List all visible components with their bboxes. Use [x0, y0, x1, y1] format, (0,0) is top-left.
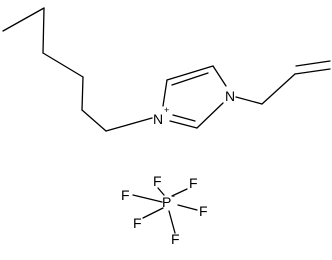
- bond-ch-ch2-inner: [295, 60, 331, 67]
- bond-p-f-left: [132, 194, 163, 203]
- bond-c2-n1: [169, 120, 198, 129]
- bond-p-f-upleft: [157, 187, 165, 196]
- hexafluorophosphate-anion: P - F F F F F F: [121, 173, 208, 247]
- bond-hexyl-3: [42, 52, 84, 78]
- bond-n3-ch2: [235, 96, 263, 105]
- bond-hexyl-6: [105, 117, 153, 132]
- atom-f-upleft-label: F: [153, 173, 162, 189]
- atom-p-label: P: [162, 194, 171, 210]
- bond-p-f-top: [171, 188, 188, 197]
- atom-f-left-label: F: [121, 187, 130, 203]
- bond-c2-n1-inner: [172, 114, 196, 122]
- bond-hexyl-5: [81, 109, 107, 132]
- atom-f-bottom-label: F: [171, 231, 180, 247]
- atom-n3-label: N: [225, 88, 235, 104]
- bond-n3-c2: [196, 102, 224, 129]
- bond-ch-ch2: [294, 68, 331, 75]
- atom-f-lowleft-label: F: [133, 215, 142, 231]
- bond-p-f-bottom: [168, 210, 176, 234]
- atom-p-charge: -: [172, 191, 175, 201]
- bond-hexyl-1: [2, 7, 45, 32]
- atom-f-top-label: F: [189, 175, 198, 191]
- bond-n1-c5: [162, 79, 168, 107]
- bond-hexyl-4: [81, 76, 84, 111]
- hexyl-chain: [2, 7, 153, 132]
- bond-hexyl-2: [42, 7, 45, 54]
- allyl-group: [235, 60, 331, 105]
- bond-p-f-right: [177, 204, 198, 211]
- bond-c5-c4: [166, 65, 214, 81]
- bond-c5-c4-inner: [171, 72, 209, 86]
- bond-c4-n3: [212, 65, 227, 87]
- imidazolium-ring: [162, 65, 227, 129]
- atom-n1-label: N: [153, 111, 163, 127]
- bond-p-f-lowleft: [142, 207, 164, 219]
- atom-n1-charge: +: [164, 105, 169, 115]
- bond-ch2-ch: [261, 73, 296, 105]
- atom-f-right-label: F: [199, 203, 208, 219]
